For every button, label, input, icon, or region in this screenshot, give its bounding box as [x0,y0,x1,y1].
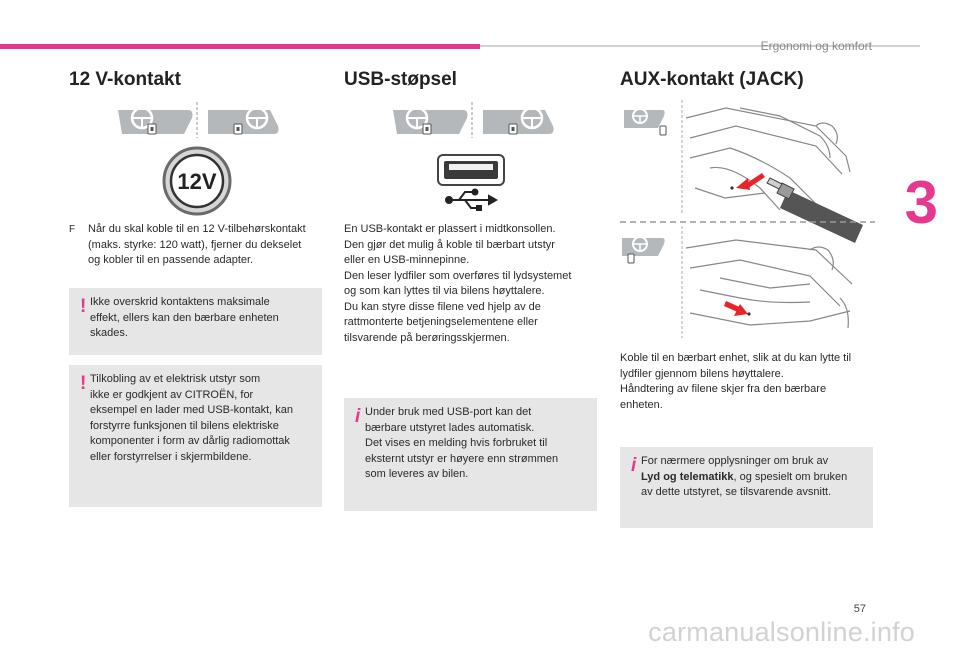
text-line: av dette utstyret, se tilsvarende avsnit… [641,486,832,498]
illustration-usb [393,102,554,211]
text-line: enheten. [620,398,663,411]
steering-wheel-icon-rhd [483,106,554,135]
watermark: carmanualsonline.info [648,617,915,647]
chapter-number: 3 [904,169,938,236]
warning-icon: ! [80,373,87,394]
text-line: og kobler til en passende adapter. [88,254,254,266]
text-line: Ikke overskrid kontaktens maksimale [90,296,270,308]
text-line: bærbare utstyret lades automatisk. [365,421,535,434]
illustration-12v: 12V [118,102,279,216]
heading-12v: 12 V-kontakt [69,69,181,90]
text-line: Tilkobling av et elektrisk utstyr som [90,373,261,385]
text-line: Under bruk med USB-port kan det [365,406,532,418]
text-line: og som kan lyttes til via bilens høyttal… [344,285,545,297]
aux-jack-plug-icon [766,177,863,243]
text-line: tilsvarende på berøringsskjermen. [344,331,510,344]
warning-box-2: ! Tilkobling av et elektrisk utstyr som … [69,365,322,507]
aux-description: Koble til en bærbart enhet, slik at du k… [620,351,882,413]
bold-term: Lyd og telematikk [641,470,734,483]
info-icon: i [631,455,637,476]
power-socket-icon: 12V [162,146,232,216]
bullet-paragraph: F Når du skal koble til en 12 V-tilbehør… [69,222,329,269]
text-line: som leveres av bilen. [365,468,469,480]
text-line: forstyrre funksjonen til bilens elektris… [90,419,279,432]
info-box-aux: i For nærmere opplysninger om bruk av Ly… [620,447,873,528]
bullet-marker: F [69,224,76,235]
info-icon: i [355,406,361,427]
text-line: (maks. styrke: 120 watt), fjerner du dek… [88,238,302,251]
text-fragment: , og spesielt om bruken [733,470,848,483]
text-line: En USB-kontakt er plassert i midtkonsoll… [344,223,556,235]
text-line: lydfiler gjennom bilens høyttalere. [620,367,784,380]
text-line: Når du skal koble til en 12 V-tilbehørsk… [88,223,306,235]
steering-wheel-icon-lhd-bottom [622,236,665,264]
heading-aux: AUX-kontakt (JACK) [620,69,804,90]
usb-port-icon [437,154,505,186]
header-rule [480,45,920,47]
usb-symbol-icon [445,188,499,211]
steering-wheel-icon-lhd [393,106,468,135]
steering-wheel-icon-lhd [118,106,193,135]
socket-label: 12V [177,169,216,194]
text-line: Du kan styre disse filene ved hjelp av d… [344,300,541,313]
text-line: skades. [90,327,128,339]
text-line: Den gjør det mulig å koble til bærbart u… [344,238,555,251]
text-line: effekt, ellers kan den bærbare enheten [90,311,279,324]
steering-wheel-icon-lhd-top [624,108,667,136]
text-line: eksempel en lader med USB-kontakt, kan [90,404,293,416]
arrow-icon [724,301,748,316]
text-line: Koble til en bærbart enhet, slik at du k… [620,352,852,364]
warning-box-1: ! Ikke overskrid kontaktens maksimale ef… [69,288,322,355]
usb-description: En USB-kontakt er plassert i midtkonsoll… [344,222,606,346]
text-line: komponenter i form av dårlig radiomottak [90,435,290,447]
text-line: eller forstyrrelser i skjermbildene. [90,450,252,463]
text-line: Det vises en melding hvis forbruket til [365,437,548,449]
illustration-aux [620,100,875,338]
console-drawing-top [685,107,851,211]
section-title: Ergonomi og komfort [760,39,872,53]
text-line: eller en USB-minnepinne. [344,254,470,266]
text-line: rattmonterte betjeningselementene eller [344,316,538,328]
text-line: eksternt utstyr er høyere enn strømmen [365,452,559,465]
console-drawing-bottom [685,239,853,329]
text-line: Den leser lydfiler som overføres til lyd… [344,269,572,282]
page-number: 57 [853,603,866,615]
header-accent-bar [0,44,480,49]
heading-usb: USB-støpsel [344,69,457,90]
arrow-icon [736,173,765,190]
text-line: Håndtering av filene skjer fra den bærba… [620,383,827,395]
steering-wheel-icon-rhd [208,106,279,135]
info-box-usb: i Under bruk med USB-port kan det bærbar… [344,398,597,511]
text-line: For nærmere opplysninger om bruk av [641,455,829,467]
text-line: ikke er godkjent av CITROËN, for [90,388,254,401]
text-line-mixed: Lyd og telematikk, og spesielt om bruken [641,470,865,486]
warning-icon: ! [80,296,87,317]
